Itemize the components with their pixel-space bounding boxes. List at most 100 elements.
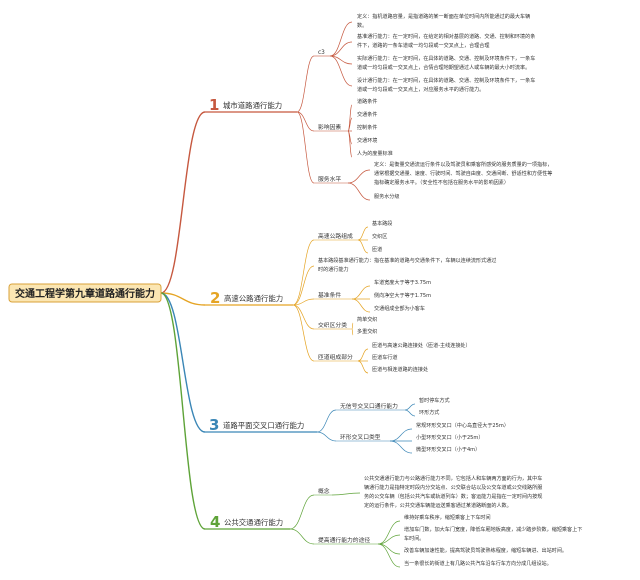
leaf-text: 件下，道路的一条车道或一均匀段或一交叉点上，合理合理 — [357, 42, 489, 49]
connector-line — [347, 130, 353, 158]
connector-line — [289, 528, 315, 545]
leaf-text: 人为的度量标准 — [357, 150, 393, 157]
branch-3[interactable]: 3 道路平面交叉口通行能力 — [209, 416, 304, 434]
connector-line — [347, 169, 371, 184]
b4-child-0-label[interactable]: 概念 — [318, 487, 330, 495]
leaf-text: 匝道 — [372, 246, 382, 253]
b3-child-0-label[interactable]: 无信号交叉口通行能力 — [340, 402, 398, 410]
leaf-text: 基本路段 — [372, 220, 392, 227]
b4-child-1-label[interactable]: 提高通行能力的途径 — [318, 536, 370, 544]
leaf-text: 交织区 — [372, 233, 387, 240]
connector-line — [160, 292, 206, 306]
connector-line — [377, 534, 401, 545]
branch-2-number: 2 — [210, 289, 220, 307]
connector-line — [377, 520, 401, 545]
branch-1[interactable]: 1 城市道路通行能力 — [209, 96, 282, 114]
b2-child-2-label[interactable]: 基准条件 — [318, 291, 341, 299]
b2-child-0-label[interactable]: 高速公路组成 — [318, 232, 353, 240]
connector-line — [357, 360, 369, 374]
branch-1-number: 1 — [209, 96, 219, 114]
leaf-text: 务的公交车辆（包括公共汽车或轨道列车）数；客运能力是指在一定时间内按规 — [364, 493, 542, 500]
connector-line — [404, 403, 416, 411]
leaf-text: 小型环形交叉口（小于25m） — [416, 434, 483, 441]
leaf-text: 匝道与相连道路的连接处 — [372, 366, 428, 373]
leaf-text: 公共交通通行能力与公路通行能力不同，它包括人和车辆两方面的行为，其中车 — [364, 475, 542, 482]
b2-child-4-label[interactable]: 匝道组成部分 — [318, 353, 353, 361]
connector-line — [389, 428, 413, 442]
leaf-text: 常规环形交叉口（中心岛直径大于25m） — [416, 422, 509, 429]
b4-child-0-items: 公共交通通行能力与公路通行能力不同，它包括人和车辆两方面的行为，其中车 辆通行能… — [364, 475, 542, 509]
leaf-text: 道或一均匀段或一交叉点上，合情合理地期望通过人或车辆的最大小时流率。 — [357, 64, 530, 71]
branch-4[interactable]: 4 公共交通通行能力 — [210, 513, 283, 531]
leaf-text: 定义：指机道路容量，是指道路的某一断面在单位时间内所能通过的最大车辆 — [357, 13, 530, 20]
leaf-text: 当一条很长的街道上有几路公共汽车沿车行车方向分成几组设站。 — [404, 560, 552, 567]
leaf-text: 维持好乘车秩序，缩短乘客上下车时间 — [404, 514, 491, 521]
connector-line — [289, 494, 315, 530]
root-title: 交通工程学第九章道路通行能力 — [15, 287, 155, 300]
b1-child-1-label[interactable]: 影响因素 — [318, 123, 341, 131]
connector-line — [351, 328, 354, 336]
connector-line — [377, 543, 401, 568]
branch-3-title: 道路平面交叉口通行能力 — [223, 421, 304, 430]
connector-line — [160, 292, 206, 433]
leaf-text: 匝道车行道 — [372, 354, 397, 361]
leaf-text: 交通组成全部为小客车 — [374, 305, 425, 312]
branch-2-title: 高速公路通行能力 — [224, 294, 283, 303]
leaf-text: 交通条件 — [357, 111, 377, 118]
leaf-text: 指标确定服务水平。（安全性不包括在服务水平的影响因素） — [374, 179, 509, 186]
leaf-text: 增加车门数，加大车门宽度，降低车厢地板高度，减少踏步阶数，缩短乘客上下 — [404, 526, 582, 533]
b4-child-1-items: 维持好乘车秩序，缩短乘客上下车时间 增加车门数，加大车门宽度，降低车厢地板高度，… — [404, 514, 582, 567]
connector-line — [351, 322, 354, 330]
leaf-text: 基准通行能力：在一定时间，在给定的相对基层的道路、交通、控制和环境的条 — [357, 33, 535, 40]
leaf-text: 环形方式 — [419, 409, 439, 416]
connector-line — [389, 440, 413, 454]
connector-line — [296, 111, 315, 184]
b2-child-1-label-line2: 时的通行能力 — [318, 266, 349, 273]
connector-line — [347, 182, 371, 201]
connector-line — [331, 492, 361, 496]
connector-line — [357, 239, 369, 254]
b2-child-3-items: 简单交织 多重交织 — [357, 316, 377, 335]
b1-child-2-label[interactable]: 服务水平 — [318, 175, 341, 183]
connector-line — [351, 298, 371, 313]
connector-line — [404, 409, 416, 417]
b1-child-0-label[interactable]: c3 — [318, 50, 325, 56]
b3-child-0-items: 暂时停车方式 环形方式 — [419, 397, 450, 416]
leaf-text: 微型环形交叉口（小于4m） — [416, 446, 480, 453]
leaf-text: 多重交织 — [357, 328, 377, 335]
branch-1-title: 城市道路通行能力 — [223, 101, 282, 110]
b2-child-3-label[interactable]: 交织区分类 — [318, 321, 347, 329]
leaf-text: 道路条件 — [357, 98, 377, 105]
leaf-text: 车道宽度大于等于3.75m — [374, 279, 431, 286]
leaf-text: 改善车辆加速性能，提高驾驶员驾驶熟练程度，缩短车辆进、出站时间。 — [404, 547, 567, 554]
b2-child-1-label[interactable]: 基本路段基准通行能力：指在基准的道路与交通条件下，车辆以连续流形式通过 — [318, 257, 496, 264]
connector-line — [292, 298, 315, 306]
connector-line — [357, 226, 369, 241]
connector-line — [160, 111, 206, 294]
connector-line — [357, 348, 369, 362]
leaf-text: 侧向净空大于等于1.75m — [374, 292, 431, 299]
branch-4-title: 公共交通通行能力 — [224, 518, 283, 527]
leaf-text: 交通环境 — [357, 137, 377, 144]
leaf-text: 定的运行条件，公共交通车辆能运送乘客通过某道路断面的人数。 — [364, 502, 512, 509]
leaf-text: 实际通行能力：在一定时间，在具体的道路、交通、控制及环境条件下，一条车 — [357, 55, 535, 62]
leaf-text: 简单交织 — [357, 316, 377, 323]
branch-3-number: 3 — [209, 416, 219, 434]
leaf-text: 控制条件 — [357, 124, 377, 131]
connector-line — [296, 111, 315, 132]
connector-line — [292, 265, 315, 306]
b1-child-1-items: 道路条件 交通条件 控制条件 交通环境 人为的度量标准 — [357, 98, 393, 157]
b2-child-2-items: 车道宽度大于等于3.75m 侧向净空大于等于1.75m 交通组成全部为小客车 — [374, 279, 431, 312]
connector-line — [292, 304, 315, 330]
root-node[interactable]: 交通工程学第九章道路通行能力 — [8, 283, 162, 303]
connector-line — [292, 304, 315, 362]
b3-child-1-label[interactable]: 环形交叉口类型 — [340, 433, 381, 441]
branch-2[interactable]: 2 高速公路通行能力 — [210, 289, 283, 307]
connector-line — [316, 409, 337, 433]
connector-line — [329, 41, 353, 57]
leaf-text: 通常根据交通量、速度、行驶时间、驾驶自由度、交通间断、舒适性和方便性等 — [374, 170, 552, 177]
connector-line — [160, 292, 206, 530]
b3-child-1-items: 常规环形交叉口（中心岛直径大于25m） 小型环形交叉口（小于25m） 微型环形交… — [416, 422, 509, 453]
b1-child-2-items: 定义：是衡量交通流运行条件以及驾驶员和乘客所感受的服务质量的一项指标， 通常根据… — [374, 161, 552, 200]
